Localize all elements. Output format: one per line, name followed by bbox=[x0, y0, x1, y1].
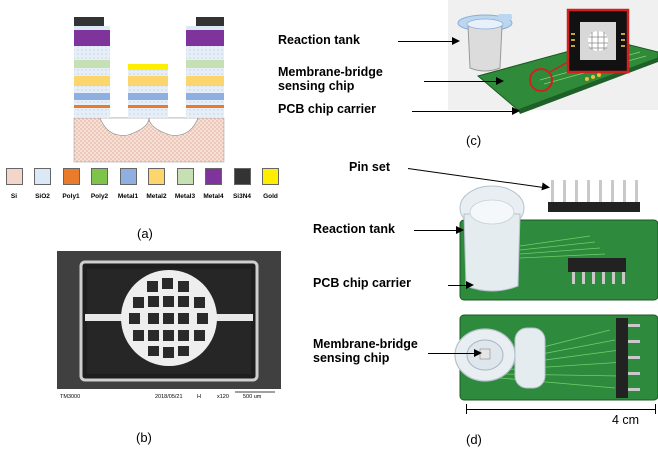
sem-micrograph: TM3000 2018/05/21 H x120 500 um bbox=[57, 251, 281, 402]
label-d-reaction-tank: Reaction tank bbox=[313, 222, 395, 236]
legend-item-gold: Gold bbox=[257, 168, 285, 200]
legend-swatch bbox=[34, 168, 51, 185]
legend-swatch bbox=[205, 168, 222, 185]
legend-label: Si bbox=[10, 193, 18, 200]
sem-instrument: TM3000 bbox=[60, 394, 80, 400]
legend-item-metal3: Metal3 bbox=[171, 168, 199, 200]
legend-item-sio2: SiO2 bbox=[29, 168, 57, 200]
arrow-c-pcb-line bbox=[412, 111, 512, 112]
sem-image: TM3000 2018/05/21 H x120 500 um bbox=[57, 251, 281, 402]
arrow-d-tank-head bbox=[456, 226, 464, 234]
arrow-d-chip-line bbox=[428, 353, 474, 354]
sem-date: 2018/05/21 bbox=[155, 394, 183, 400]
label-c-sensing-chip: Membrane-bridge sensing chip bbox=[278, 65, 383, 93]
legend-item-poly2: Poly2 bbox=[86, 168, 114, 200]
arrow-c-chip-line bbox=[424, 81, 496, 82]
arrow-c-chip-head bbox=[496, 77, 504, 85]
legend-item-metal1: Metal1 bbox=[114, 168, 142, 200]
label-d-pin-set: Pin set bbox=[349, 160, 390, 174]
label-d-pcb: PCB chip carrier bbox=[313, 276, 411, 290]
legend-swatch bbox=[262, 168, 279, 185]
legend-item-si3n4: Si3N4 bbox=[228, 168, 256, 200]
label-c-reaction-tank: Reaction tank bbox=[278, 33, 360, 47]
legend-swatch bbox=[5, 168, 23, 185]
panel-a-label: (a) bbox=[137, 226, 153, 241]
legend-swatch bbox=[233, 168, 251, 185]
scale-bar-right-tick bbox=[655, 404, 656, 414]
scale-bar-left-tick bbox=[466, 404, 467, 414]
legend-label: Metal4 bbox=[203, 193, 224, 200]
etched-cavity bbox=[99, 117, 199, 136]
sem-mode: H bbox=[197, 394, 201, 400]
legend-label: Poly2 bbox=[90, 193, 109, 200]
legend-label: Metal1 bbox=[117, 193, 139, 200]
legend-swatch bbox=[62, 168, 80, 185]
legend-label: Metal3 bbox=[174, 193, 196, 200]
arrow-d-chip-head bbox=[474, 349, 482, 357]
arrow-c-tank-head bbox=[452, 37, 460, 45]
legend-swatch bbox=[176, 168, 194, 185]
legend-label: Poly1 bbox=[62, 193, 80, 200]
sem-holes bbox=[129, 278, 208, 358]
left-pillar bbox=[74, 17, 110, 118]
arrow-c-pcb-head bbox=[512, 107, 520, 115]
label-c-pcb: PCB chip carrier bbox=[278, 102, 376, 116]
legend-swatch bbox=[119, 168, 137, 185]
legend-swatch bbox=[91, 168, 108, 185]
legend-label: Si3N4 bbox=[232, 193, 252, 200]
panel-b-label: (b) bbox=[136, 430, 152, 445]
legend-item-metal2: Metal2 bbox=[143, 168, 171, 200]
label-d-sensing-chip: Membrane-bridge sensing chip bbox=[313, 337, 418, 365]
legend-item-metal4: Metal4 bbox=[200, 168, 228, 200]
scale-bar bbox=[466, 409, 656, 410]
device-photo bbox=[454, 180, 658, 401]
legend-label: Gold bbox=[263, 193, 278, 200]
legend-label: Metal2 bbox=[146, 193, 167, 200]
arrow-c-tank-line bbox=[398, 41, 452, 42]
si-substrate bbox=[73, 117, 225, 163]
legend-item-poly1: Poly1 bbox=[57, 168, 85, 200]
panel-d-label: (d) bbox=[466, 432, 482, 447]
arrow-d-tank-line bbox=[414, 230, 456, 231]
legend-swatch bbox=[148, 168, 165, 185]
panel-c-label: (c) bbox=[466, 133, 482, 148]
membrane-bridge bbox=[128, 64, 168, 118]
right-pillar bbox=[186, 17, 224, 118]
arrow-d-pcb-head bbox=[466, 281, 474, 289]
sem-magnification: x120 bbox=[217, 394, 229, 400]
arrow-d-pcb-line bbox=[448, 285, 468, 286]
arrow-d-pin-head bbox=[541, 182, 551, 192]
legend-label: SiO2 bbox=[35, 193, 50, 200]
sem-scale: 500 um bbox=[243, 394, 262, 400]
pcb-render bbox=[440, 0, 658, 122]
legend-item-si: Si bbox=[0, 168, 28, 200]
cross-section-diagram bbox=[73, 17, 225, 163]
scale-bar-label: 4 cm bbox=[612, 413, 640, 427]
